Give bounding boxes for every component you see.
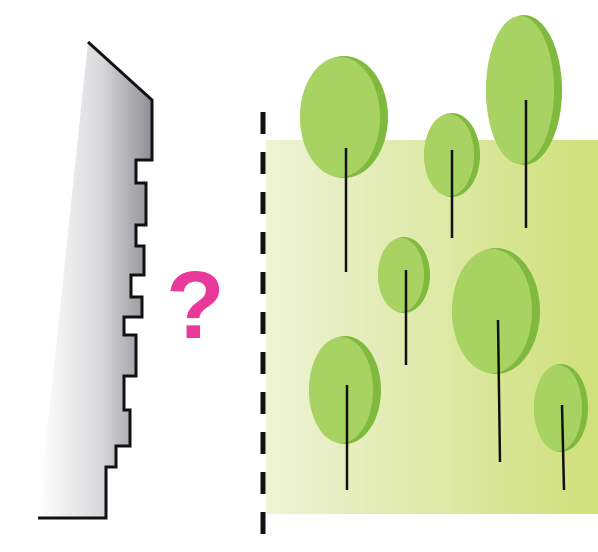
tree-icon (534, 364, 588, 491)
tree-icon (424, 113, 480, 238)
building-icon (38, 40, 154, 520)
green-space-area (266, 140, 598, 514)
tree-icon (452, 248, 540, 463)
tree-icon (300, 56, 388, 272)
tree-icon (378, 237, 430, 365)
question-mark: ? (166, 252, 225, 359)
building-body (38, 42, 152, 518)
tree-icon (309, 336, 381, 490)
building-outline (38, 40, 154, 520)
tree-icon (486, 15, 562, 228)
